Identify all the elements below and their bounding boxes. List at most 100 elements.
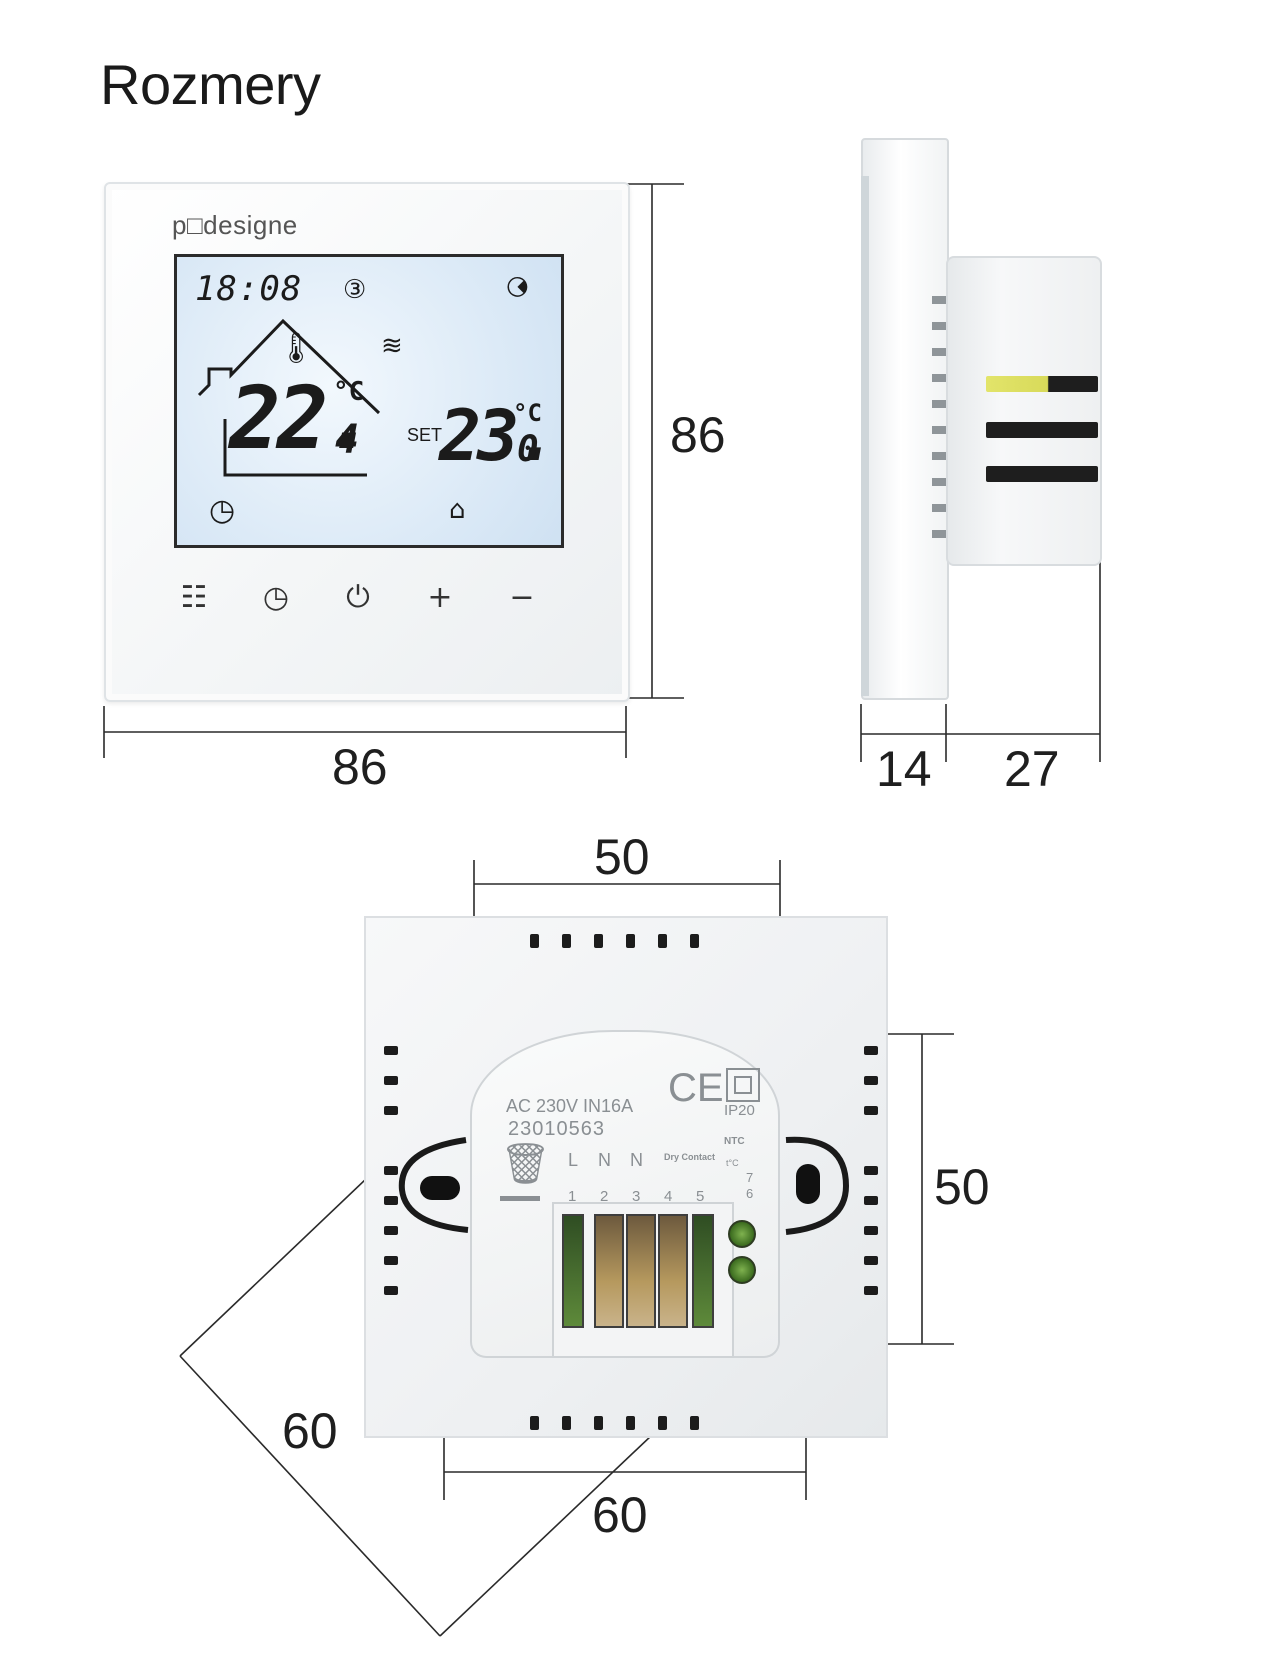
terminal-letter: L xyxy=(568,1150,579,1170)
side-glass-edge xyxy=(861,176,869,696)
vent-slot xyxy=(384,1076,398,1085)
ce-mark: CE xyxy=(668,1066,724,1110)
vent-slot xyxy=(864,1286,878,1295)
vent-slot xyxy=(864,1076,878,1085)
vent-slot xyxy=(864,1106,878,1115)
front-height-label: 86 xyxy=(670,407,726,463)
vent-slot xyxy=(658,1416,667,1430)
terminal-screw xyxy=(658,1214,688,1328)
terminal-number: 4 xyxy=(664,1188,673,1205)
vent-slot xyxy=(864,1196,878,1205)
side-vent xyxy=(986,422,1098,438)
menu-button[interactable]: ☷ xyxy=(180,580,208,615)
double-insulation-icon xyxy=(726,1068,760,1102)
weee-bar xyxy=(500,1196,540,1201)
plus-button[interactable]: + xyxy=(427,580,453,615)
vent-slot xyxy=(864,1166,878,1175)
ntc-connector xyxy=(728,1220,756,1248)
terminal-letter: N xyxy=(630,1150,643,1170)
vent-slot xyxy=(384,1226,398,1235)
timer-button[interactable]: ◷ xyxy=(262,580,290,615)
clock-readout: 18:08 xyxy=(195,269,303,309)
ntc-label: NTC xyxy=(724,1136,745,1147)
side-rib xyxy=(932,348,946,356)
serial-number: 23010563 xyxy=(508,1118,605,1140)
vent-slot xyxy=(530,934,539,948)
vent-slot xyxy=(562,934,571,948)
side-rib xyxy=(932,504,946,512)
set-temp-decimal: 0 xyxy=(517,429,539,470)
side-rib xyxy=(932,322,946,330)
vent-slot xyxy=(864,1226,878,1235)
vent-slot xyxy=(384,1166,398,1175)
back-top-width-label: 50 xyxy=(594,829,650,885)
side-rib xyxy=(932,530,946,538)
side-rib xyxy=(932,296,946,304)
front-width-label: 86 xyxy=(332,739,388,795)
side-rib xyxy=(932,426,946,434)
vent-slot xyxy=(562,1416,571,1430)
thermometer-icon: 🌡 xyxy=(277,331,316,366)
lcd-display: 18:08 ③ ◔ 🌡 ≋ 22. °C 4 SET 23. °C 0 ◷ ⌂ xyxy=(174,254,564,548)
vent-slot xyxy=(626,1416,635,1430)
vent-slot xyxy=(594,934,603,948)
power-button[interactable]: ⏻ xyxy=(346,580,370,615)
page-title: Rozmery xyxy=(100,53,321,116)
side-vent xyxy=(986,376,1098,392)
terminal-screw xyxy=(594,1214,624,1328)
terminal-screw xyxy=(562,1214,584,1328)
terminal-number: 3 xyxy=(632,1188,641,1205)
front-panel: p□designe 18:08 ③ ◔ 🌡 ≋ 22. °C 4 SET 23.… xyxy=(104,182,630,702)
terminal-number: 1 xyxy=(568,1188,577,1205)
ntc-symbol: t°C xyxy=(726,1158,739,1168)
ip-rating: IP20 xyxy=(724,1102,755,1119)
vent-slot xyxy=(594,1416,603,1430)
vent-slot xyxy=(690,1416,699,1430)
side-back-depth-label: 27 xyxy=(1004,741,1060,797)
side-rib xyxy=(932,478,946,486)
vent-slot xyxy=(530,1416,539,1430)
weee-bin-icon: 🗑 xyxy=(500,1142,551,1186)
clock-icon: ◷ xyxy=(209,493,236,528)
vent-slot xyxy=(864,1256,878,1265)
side-front-depth-label: 14 xyxy=(876,741,932,797)
ntc-terminal-number: 6 xyxy=(746,1186,754,1201)
ntc-terminal-number: 7 xyxy=(746,1170,754,1185)
back-bottom-width-label: 60 xyxy=(592,1487,648,1543)
vent-slot xyxy=(690,934,699,948)
vent-slot xyxy=(384,1286,398,1295)
vent-slot xyxy=(658,934,667,948)
back-height-label: 50 xyxy=(934,1159,990,1215)
room-temp-decimal: 4 xyxy=(335,417,360,463)
side-rib xyxy=(932,452,946,460)
side-rib xyxy=(932,400,946,408)
side-body xyxy=(946,256,1102,566)
house-outline-icon xyxy=(197,318,381,477)
side-vent xyxy=(986,466,1098,482)
room-temperature: 22. xyxy=(229,369,376,469)
minus-button[interactable]: − xyxy=(509,580,535,615)
mounting-hole-right xyxy=(796,1164,820,1204)
terminal-screw xyxy=(626,1214,656,1328)
mode-indicator: ③ xyxy=(343,275,367,305)
brand-logo: p□designe xyxy=(172,210,298,240)
side-rib xyxy=(932,374,946,382)
room-temp-unit: °C xyxy=(333,377,365,407)
vent-slot xyxy=(384,1196,398,1205)
set-temperature: 23. xyxy=(439,395,557,477)
vent-slot xyxy=(626,934,635,948)
set-temp-unit: °C xyxy=(513,399,542,427)
away-mode-icon: ⌂ xyxy=(449,495,466,525)
vent-slot xyxy=(384,1106,398,1115)
terminal-screw xyxy=(692,1214,714,1328)
terminal-letter: N xyxy=(598,1150,611,1170)
dry-contact-label: Dry Contact xyxy=(664,1152,716,1162)
vent-slot xyxy=(384,1046,398,1055)
mounting-hole-left xyxy=(420,1176,460,1200)
vent-slot xyxy=(384,1256,398,1265)
heating-icon: ≋ xyxy=(381,331,403,361)
ntc-connector xyxy=(728,1256,756,1284)
terminal-number: 2 xyxy=(600,1188,609,1205)
terminal-number: 5 xyxy=(696,1188,705,1205)
